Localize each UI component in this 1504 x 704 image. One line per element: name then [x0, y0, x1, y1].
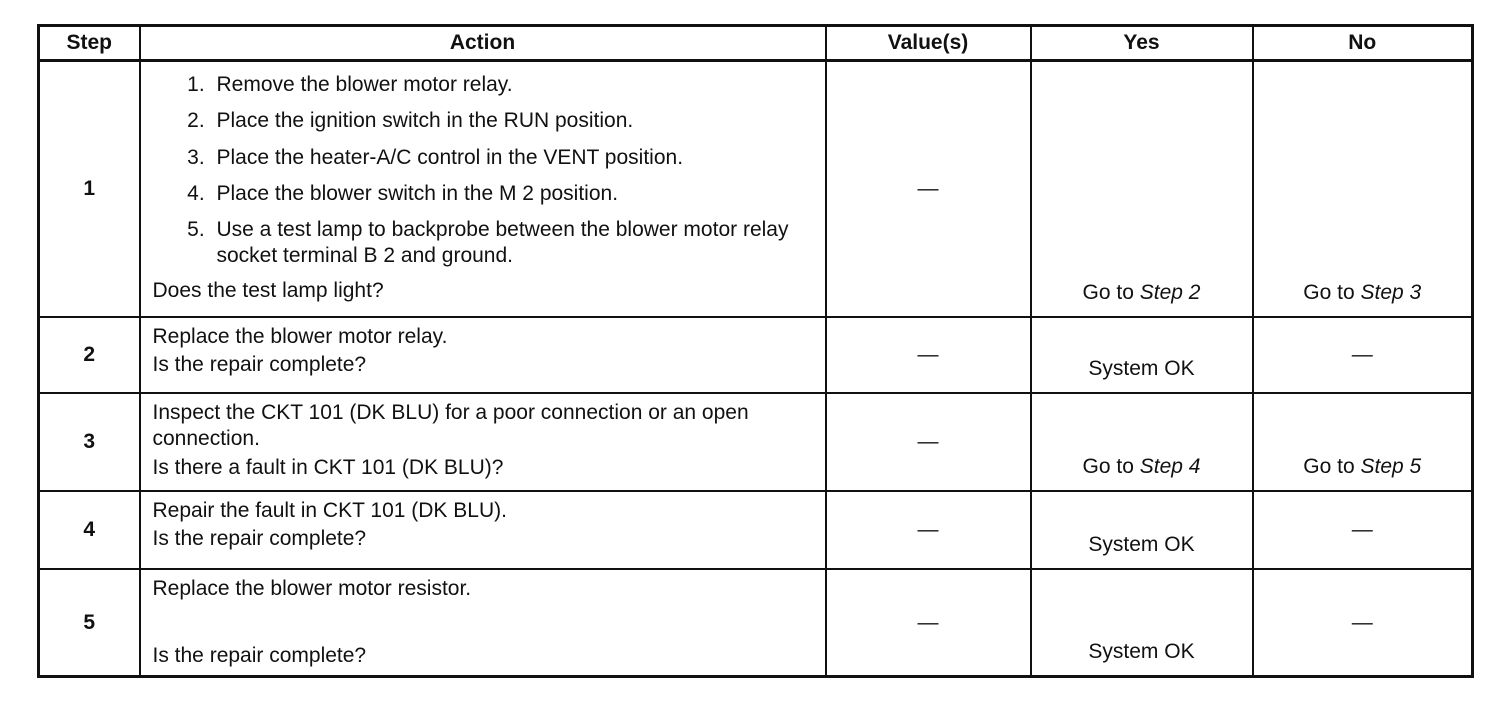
substep-item: Use a test lamp to backprobe between the… — [211, 217, 815, 270]
value-cell: — — [824, 59, 1032, 318]
action-cell: Replace the blower motor relay. Is the r… — [138, 315, 827, 395]
header-step: Step — [37, 24, 141, 62]
diagnostic-table: Step Action Value(s) Yes No 1 Remove the… — [37, 24, 1474, 678]
substep-item: Place the ignition switch in the RUN pos… — [211, 108, 815, 134]
no-dash: — — [1351, 342, 1373, 366]
value-dash: — — [917, 342, 939, 366]
action-cell: Inspect the CKT 101 (DK BLU) for a poor … — [138, 392, 827, 493]
yes-go-to: Go to — [1082, 454, 1134, 478]
header-yes: Yes — [1029, 24, 1254, 62]
value-cell: — — [824, 392, 1032, 493]
action-instruction: Inspect the CKT 101 (DK BLU) for a poor … — [152, 401, 749, 451]
substep-list: Remove the blower motor relay. Place the… — [153, 72, 815, 270]
step-number: 5 — [37, 568, 141, 678]
no-go-to: Go to — [1303, 454, 1355, 478]
action-cell: Repair the fault in CKT 101 (DK BLU). Is… — [138, 490, 827, 571]
action-cell: Replace the blower motor resistor. Is th… — [138, 568, 827, 678]
table-row: 4 Repair the fault in CKT 101 (DK BLU). … — [37, 490, 1474, 571]
no-cell: — — [1251, 490, 1474, 571]
yes-result: System OK — [1088, 639, 1195, 663]
table-row: 3 Inspect the CKT 101 (DK BLU) for a poo… — [37, 392, 1474, 493]
no-dash: — — [1351, 518, 1373, 542]
value-cell: — — [824, 315, 1032, 395]
step-number: 4 — [37, 490, 141, 571]
substep-item: Remove the blower motor relay. — [211, 72, 815, 98]
header-values: Value(s) — [824, 24, 1032, 62]
no-step-ref: Step 3 — [1360, 280, 1422, 304]
no-dash: — — [1351, 610, 1373, 634]
header-action: Action — [138, 24, 827, 62]
value-dash: — — [917, 518, 939, 542]
yes-step-ref: Step 2 — [1139, 280, 1201, 304]
yes-cell: System OK — [1029, 490, 1254, 571]
step-number: 3 — [37, 392, 141, 493]
substep-item: Place the blower switch in the M 2 posit… — [211, 181, 815, 207]
value-cell: — — [824, 490, 1032, 571]
no-go-to: Go to — [1303, 280, 1355, 304]
value-cell: — — [824, 568, 1032, 678]
substep-item: Place the heater-A/C control in the VENT… — [211, 145, 815, 171]
yes-cell: System OK — [1029, 568, 1254, 678]
yes-cell: System OK — [1029, 315, 1254, 395]
action-instruction: Replace the blower motor resistor. — [152, 577, 472, 601]
no-cell: — — [1251, 568, 1474, 678]
action-question: Is the repair complete? — [152, 643, 367, 667]
action-question: Is there a fault in CKT 101 (DK BLU)? — [152, 455, 504, 479]
value-dash: — — [917, 610, 939, 634]
yes-result: System OK — [1088, 533, 1195, 557]
action-instruction: Replace the blower motor relay. — [152, 324, 448, 348]
table-row: 5 Replace the blower motor resistor. Is … — [37, 568, 1474, 678]
yes-step-ref: Step 4 — [1139, 454, 1201, 478]
table-row: 2 Replace the blower motor relay. Is the… — [37, 315, 1474, 395]
action-question: Does the test lamp light? — [152, 278, 384, 302]
header-row: Step Action Value(s) Yes No — [37, 24, 1474, 62]
yes-result: System OK — [1088, 356, 1195, 380]
no-step-ref: Step 5 — [1360, 454, 1422, 478]
yes-go-to: Go to — [1082, 280, 1134, 304]
action-question: Is the repair complete? — [152, 353, 367, 377]
step-number: 1 — [37, 59, 141, 318]
table-row: 1 Remove the blower motor relay. Place t… — [37, 59, 1474, 318]
value-dash: — — [917, 176, 939, 200]
action-question: Is the repair complete? — [152, 527, 367, 551]
value-dash: — — [917, 429, 939, 453]
no-cell: — — [1251, 315, 1474, 395]
action-instruction: Repair the fault in CKT 101 (DK BLU). — [152, 499, 507, 523]
action-cell: Remove the blower motor relay. Place the… — [138, 59, 827, 318]
step-number: 2 — [37, 315, 141, 395]
row-spacer — [153, 605, 815, 641]
header-no: No — [1251, 24, 1474, 62]
